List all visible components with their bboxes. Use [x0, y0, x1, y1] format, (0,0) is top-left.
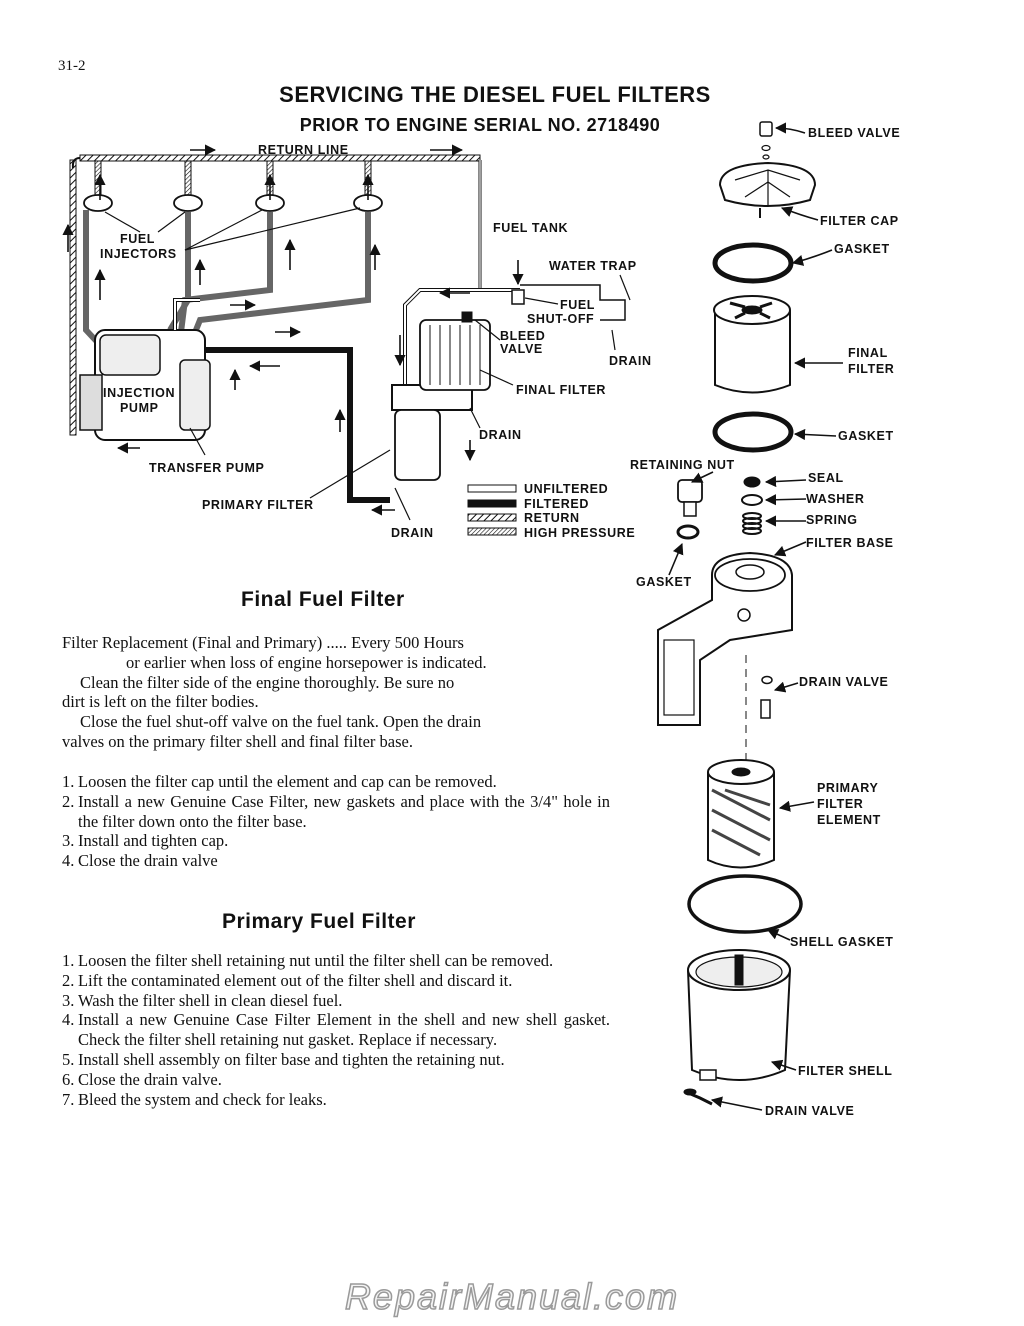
label-ex-filter-base: FILTER BASE — [806, 536, 894, 550]
step-text: Install a new Genuine Case Filter Elemen… — [78, 1010, 610, 1050]
list-item: 1.Loosen the filter shell retaining nut … — [62, 951, 610, 971]
step-text: Lift the contaminated element out of the… — [78, 970, 513, 990]
label-ex-primary-element-2: FILTER — [817, 797, 864, 811]
exploded-filter-view — [657, 121, 843, 1111]
step-text: Wash the filter shell in clean diesel fu… — [78, 990, 343, 1010]
page-subtitle: PRIOR TO ENGINE SERIAL NO. 2718490 — [299, 115, 661, 135]
final-intro-line-6: valves on the primary filter shell and f… — [62, 731, 413, 751]
step-number: 4. — [62, 851, 75, 871]
step-text: Bleed the system and check for leaks. — [78, 1089, 327, 1109]
step-text: Install and tighten cap. — [78, 831, 229, 851]
label-fuel-shutoff-1: FUEL — [560, 298, 596, 312]
label-ex-final-filter-1: FINAL — [848, 346, 888, 360]
list-item: 5.Install shell assembly on filter base … — [62, 1050, 610, 1070]
label-transfer-pump: TRANSFER PUMP — [149, 461, 265, 475]
label-ex-primary-element-1: PRIMARY — [817, 781, 879, 795]
list-item: 2.Lift the contaminated element out of t… — [62, 971, 610, 991]
final-intro-line-3: Clean the filter side of the engine thor… — [80, 672, 455, 692]
label-ex-washer: WASHER — [806, 492, 865, 506]
label-bleed-valve-2: VALVE — [500, 342, 543, 356]
label-final-filter: FINAL FILTER — [516, 383, 607, 397]
legend-unfiltered: UNFILTERED — [524, 482, 609, 496]
label-drain-mid: DRAIN — [479, 428, 522, 442]
step-number: 2. — [62, 791, 75, 811]
page-number: 31-2 — [58, 58, 86, 74]
step-text: Install a new Genuine Case Filter, new g… — [78, 791, 610, 831]
step-number: 1. — [62, 772, 75, 791]
final-intro-line-1: Filter Replacement (Final and Primary) .… — [62, 633, 464, 652]
label-water-trap: WATER TRAP — [549, 259, 637, 273]
label-ex-bleed-valve: BLEED VALVE — [808, 126, 901, 140]
primary-steps: 1.Loosen the filter shell retaining nut … — [62, 951, 610, 1109]
final-intro-line-4: dirt is left on the filter bodies. — [62, 692, 259, 712]
label-ex-drain-valve-1: DRAIN VALVE — [799, 675, 889, 689]
step-text: Install shell assembly on filter base an… — [78, 1049, 505, 1069]
list-item: 2.Install a new Genuine Case Filter, new… — [62, 792, 610, 832]
label-fuel-injectors-1: FUEL — [120, 232, 156, 246]
final-intro: Filter Replacement (Final and Primary) .… — [62, 633, 610, 752]
label-ex-retaining-nut: RETAINING NUT — [630, 458, 735, 472]
step-text: Loosen the filter cap until the element … — [78, 772, 497, 791]
label-ex-gasket-1: GASKET — [834, 242, 890, 256]
legend-swatches — [467, 484, 517, 536]
list-item: 6.Close the drain valve. — [62, 1070, 610, 1090]
fuel-system-schematic — [62, 144, 631, 521]
label-ex-filter-shell: FILTER SHELL — [798, 1064, 893, 1078]
heading-final-fuel-filter: Final Fuel Filter — [241, 588, 405, 611]
legend-filtered: FILTERED — [524, 497, 589, 511]
label-primary-filter: PRIMARY FILTER — [202, 498, 314, 512]
final-intro-line-5: Close the fuel shut-off valve on the fue… — [80, 712, 482, 732]
label-ex-gasket-3: GASKET — [636, 575, 692, 589]
label-fuel-tank: FUEL TANK — [493, 221, 569, 235]
final-intro-line-2: or earlier when loss of engine horsepowe… — [126, 652, 487, 672]
step-number: 3. — [62, 831, 75, 851]
label-ex-gasket-2: GASKET — [838, 429, 894, 443]
heading-primary-fuel-filter: Primary Fuel Filter — [222, 910, 416, 933]
step-number: 1. — [62, 951, 75, 970]
watermark: RepairManual.com — [344, 1275, 680, 1318]
step-number: 2. — [62, 970, 75, 990]
step-number: 7. — [62, 1089, 75, 1109]
label-ex-shell-gasket: SHELL GASKET — [790, 935, 894, 949]
step-number: 5. — [62, 1049, 75, 1069]
label-ex-seal: SEAL — [808, 471, 844, 485]
legend-high-pressure: HIGH PRESSURE — [524, 526, 636, 540]
step-number: 4. — [62, 1010, 75, 1030]
label-fuel-injectors-2: INJECTORS — [100, 247, 177, 261]
label-injection-pump-2: PUMP — [120, 401, 159, 415]
label-fuel-shutoff-2: SHUT-OFF — [527, 312, 595, 326]
list-item: 3.Wash the filter shell in clean diesel … — [62, 991, 610, 1011]
label-injection-pump-1: INJECTION — [103, 386, 176, 400]
step-text: Close the drain valve — [78, 851, 218, 871]
list-item: 3.Install and tighten cap. — [62, 831, 610, 851]
step-number: 6. — [62, 1069, 75, 1089]
step-number: 3. — [62, 990, 75, 1010]
list-item: 1.Loosen the filter cap until the elemen… — [62, 772, 610, 792]
legend-return: RETURN — [524, 511, 580, 525]
final-steps: 1.Loosen the filter cap until the elemen… — [62, 772, 610, 871]
label-bleed-valve-1: BLEED — [500, 329, 546, 343]
step-text: Close the drain valve. — [78, 1069, 222, 1089]
label-ex-primary-element-3: ELEMENT — [817, 813, 881, 827]
page-title: SERVICING THE DIESEL FUEL FILTERS — [279, 82, 711, 107]
label-ex-filter-cap: FILTER CAP — [820, 214, 899, 228]
list-item: 7.Bleed the system and check for leaks. — [62, 1090, 610, 1110]
label-ex-spring: SPRING — [806, 513, 858, 527]
list-item: 4.Install a new Genuine Case Filter Elem… — [62, 1010, 610, 1050]
step-text: Loosen the filter shell retaining nut un… — [78, 951, 554, 970]
label-drain-bottom: DRAIN — [391, 526, 434, 540]
label-ex-drain-valve-2: DRAIN VALVE — [765, 1104, 855, 1118]
label-ex-final-filter-2: FILTER — [848, 362, 895, 376]
label-return-line: RETURN LINE — [258, 143, 349, 157]
label-drain-top: DRAIN — [609, 354, 652, 368]
list-item: 4.Close the drain valve — [62, 851, 610, 871]
